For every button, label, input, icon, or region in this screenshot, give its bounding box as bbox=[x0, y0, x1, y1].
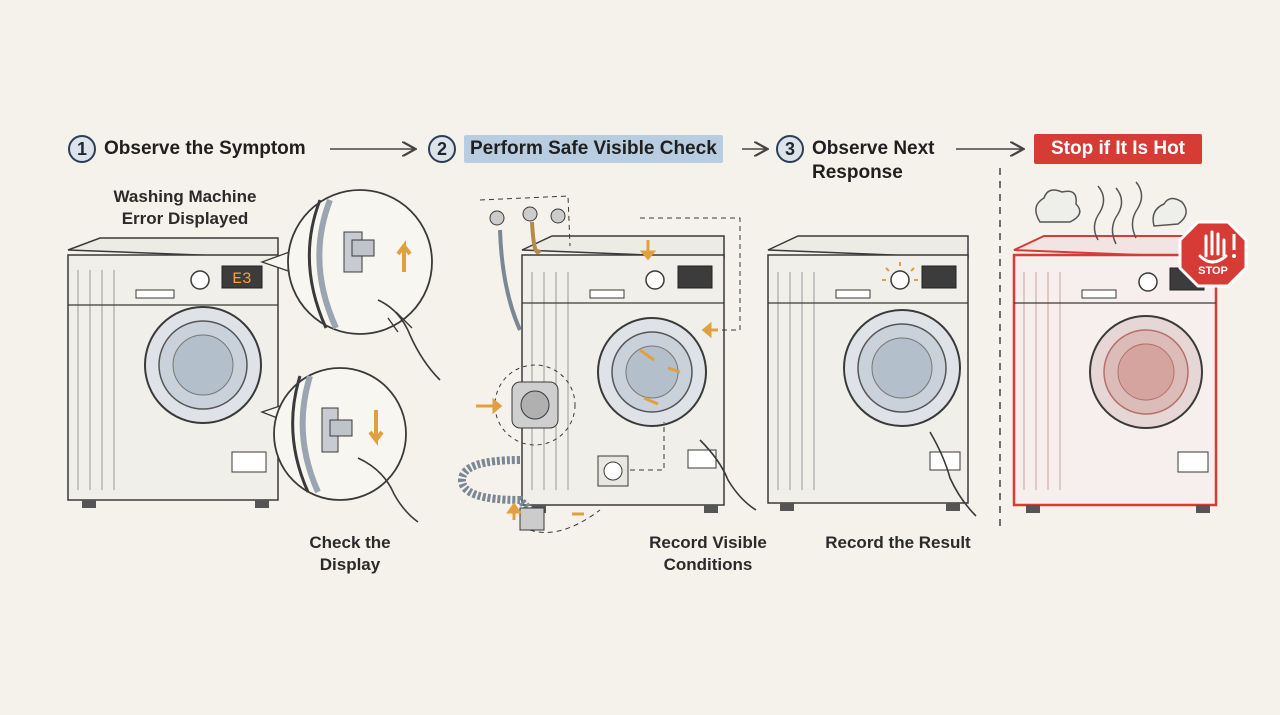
zoom-bubble-door-bottom bbox=[260, 367, 419, 523]
step-3-title: Observe Next Response bbox=[812, 138, 935, 183]
step-2-header: 2 Perform Safe Visible Check bbox=[428, 135, 723, 163]
caption-error-displayed: Washing Machine Error Displayed bbox=[90, 186, 280, 230]
arrow-up-icon bbox=[396, 240, 412, 272]
zoom-bubble-door-top bbox=[260, 189, 441, 381]
washing-machine-hot: STOP bbox=[1012, 181, 1248, 513]
caption-check-line-1: Check the bbox=[309, 533, 391, 552]
step-2-title: Perform Safe Visible Check bbox=[464, 135, 723, 163]
arrow-down-icon bbox=[368, 410, 384, 446]
hand-icon bbox=[699, 439, 757, 511]
error-code-display: E3 bbox=[232, 270, 251, 288]
washing-machine-2 bbox=[457, 195, 757, 533]
caption-record-result: Record the Result bbox=[825, 533, 971, 552]
step-1-header: 1 Observe the Symptom bbox=[68, 135, 306, 163]
steam-icon bbox=[1035, 181, 1187, 245]
hand-icon bbox=[929, 431, 977, 517]
washing-machine-3 bbox=[767, 235, 977, 517]
caption-check-line-2: Display bbox=[319, 555, 381, 574]
stop-sign-text: STOP bbox=[1198, 265, 1228, 277]
caption-record-visible: Record Visible Conditions bbox=[628, 532, 788, 576]
hand-icon bbox=[387, 311, 413, 333]
stop-title: Stop if It Is Hot bbox=[1034, 134, 1202, 164]
caption-record-visible-line-2: Conditions bbox=[663, 555, 753, 574]
caption-check-display: Check the Display bbox=[290, 532, 410, 576]
step-1-title: Observe the Symptom bbox=[104, 138, 306, 159]
caption-error-line-2: Error Displayed bbox=[121, 209, 249, 228]
step-1-number: 1 bbox=[68, 135, 96, 163]
step-3-number: 3 bbox=[776, 135, 804, 163]
caption-error-line-1: Washing Machine bbox=[113, 187, 257, 206]
hand-icon bbox=[357, 457, 419, 523]
stop-sign-icon: STOP bbox=[1178, 220, 1248, 288]
step-3-header: 3 Observe Next Response bbox=[776, 135, 946, 185]
caption-record-visible-line-1: Record Visible bbox=[649, 533, 767, 552]
step-2-number: 2 bbox=[428, 135, 456, 163]
washing-machine-1: E3 bbox=[67, 237, 279, 508]
